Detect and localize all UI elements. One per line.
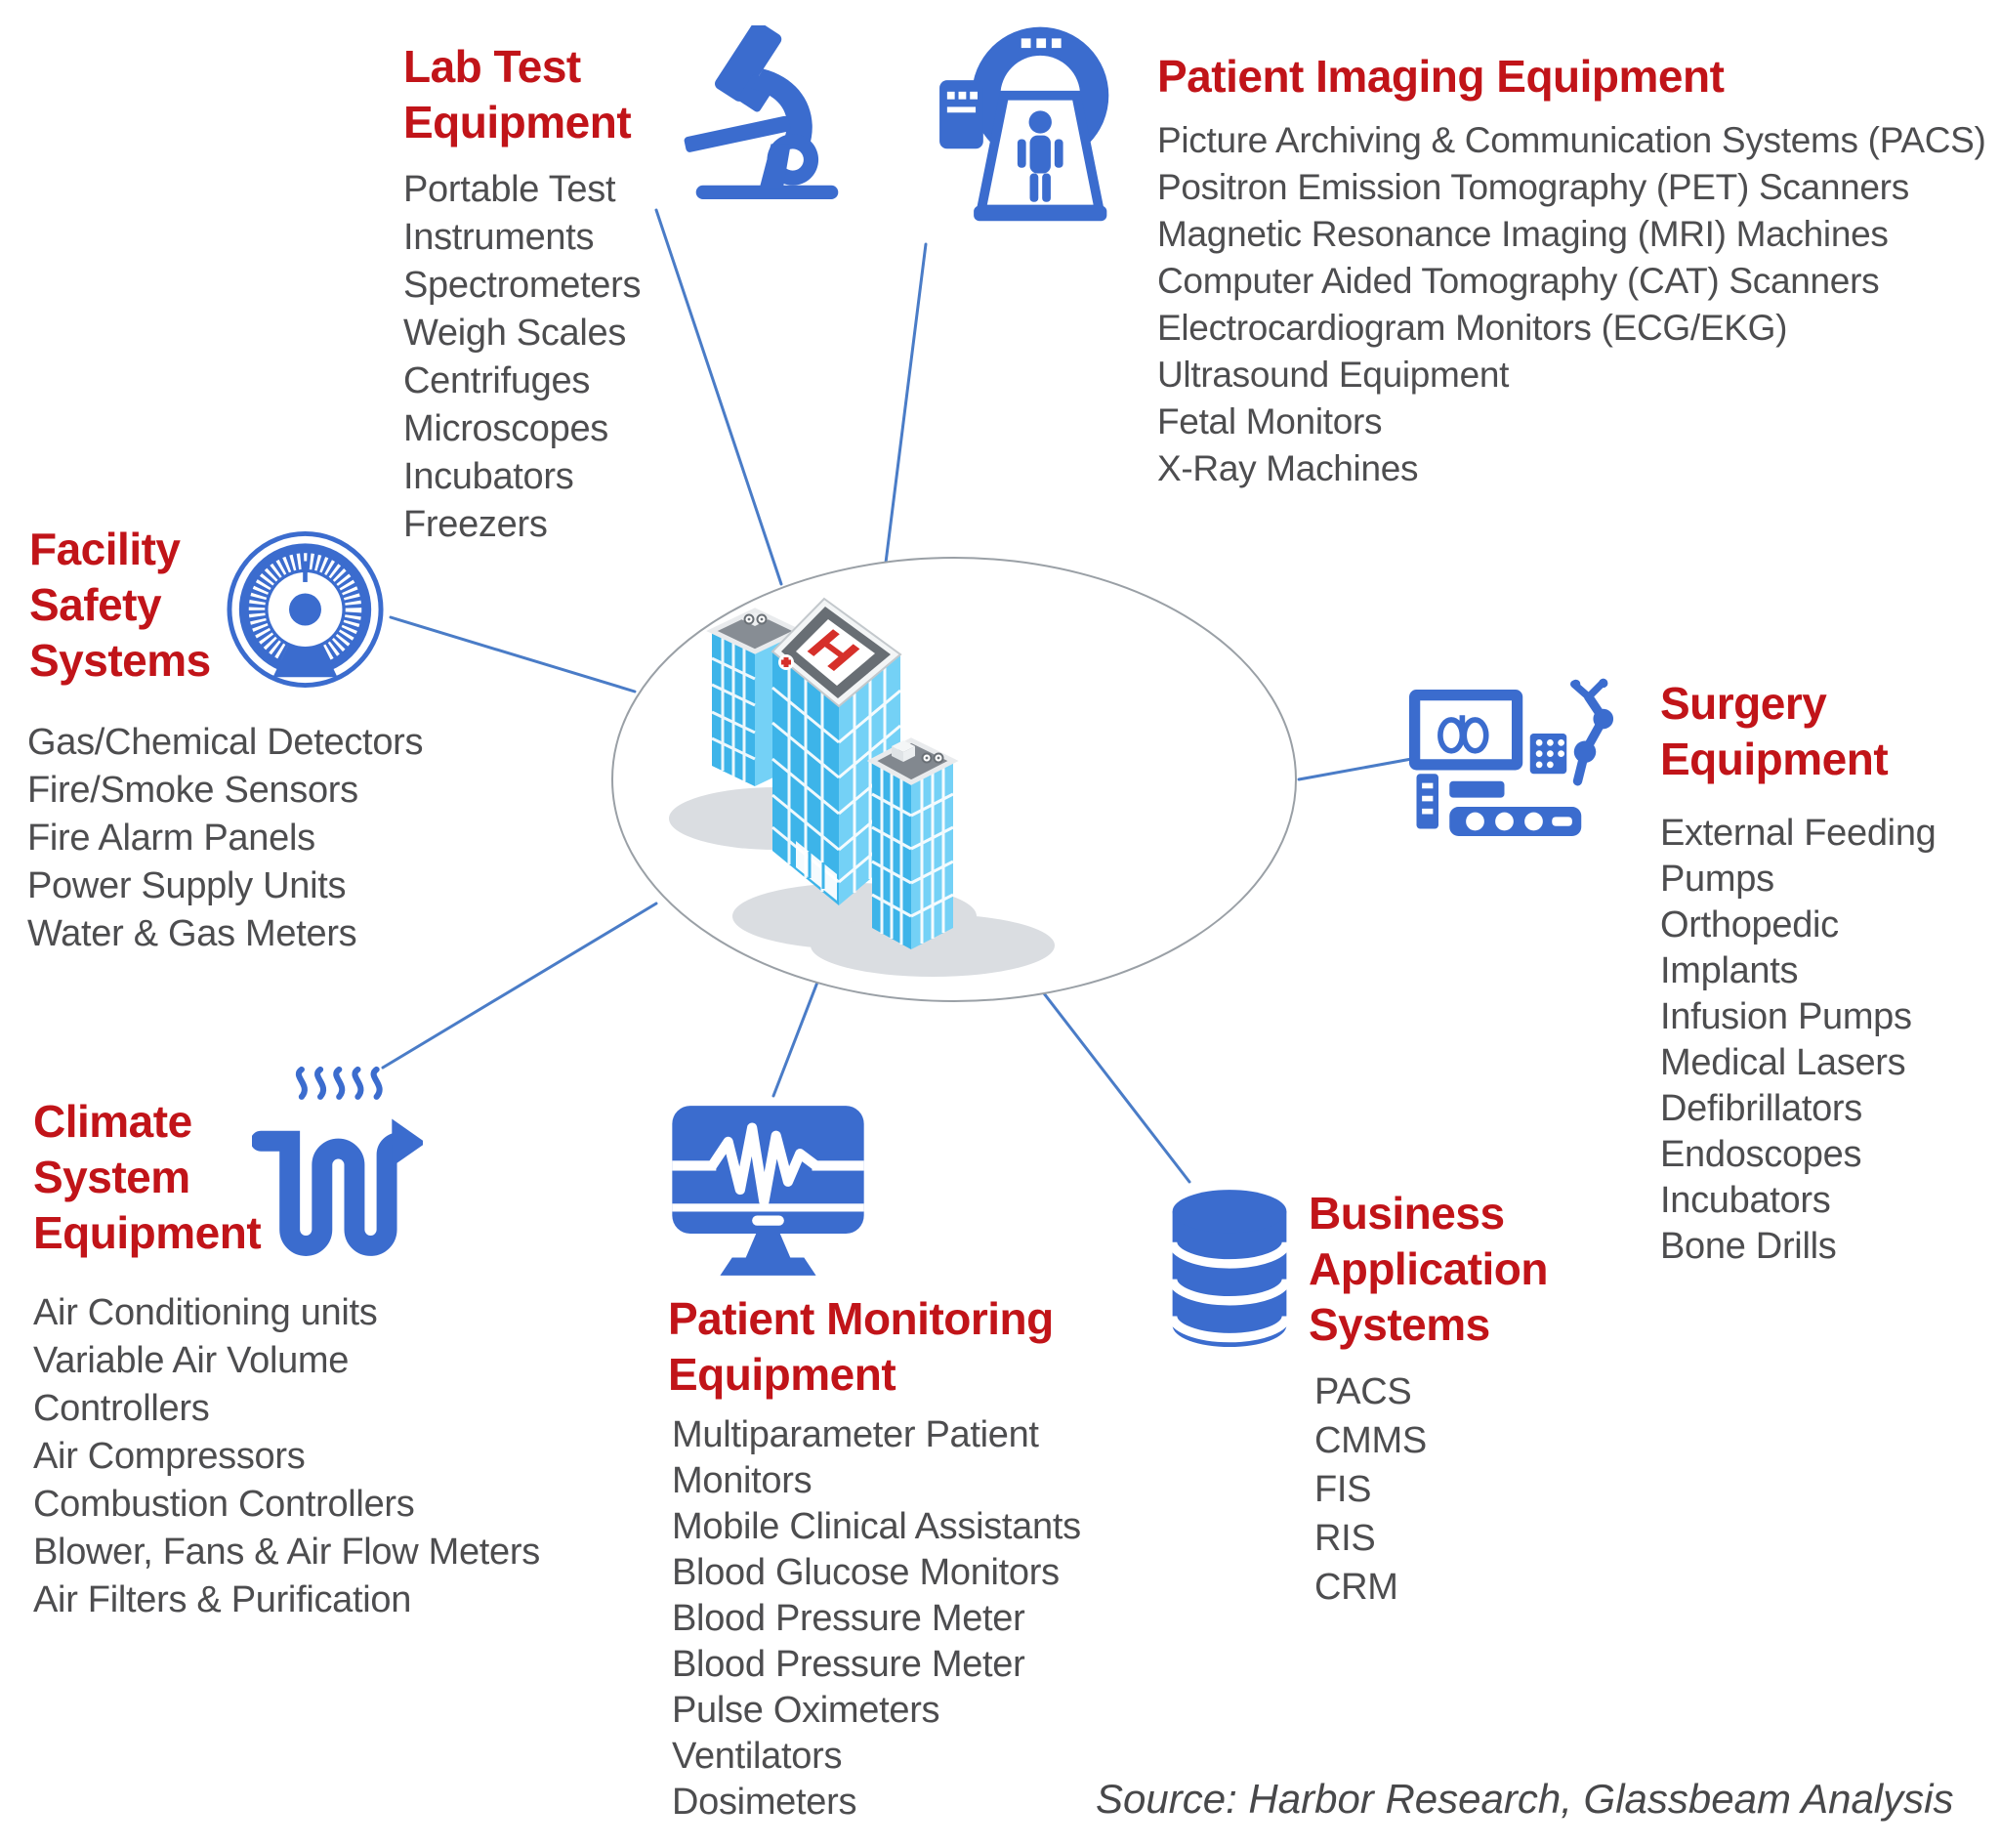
list-item: Spectrometers <box>403 265 642 306</box>
list-item: Endoscopes <box>1660 1134 1862 1175</box>
list-item: Implants <box>1660 950 1799 991</box>
list-item: Monitors <box>672 1460 812 1501</box>
vitals-monitor-icon <box>668 1102 868 1284</box>
patient-imaging-list: Picture Archiving & Communication System… <box>1157 117 1986 492</box>
list-item: Bone Drills <box>1660 1226 1837 1267</box>
list-item: FIS <box>1314 1469 1372 1510</box>
title-line: Equipment <box>403 97 632 147</box>
right-tower <box>866 737 959 949</box>
microscope-icon <box>667 21 867 208</box>
list-item: Orthopedic <box>1660 904 1839 945</box>
list-item: Air Filters & Purification <box>33 1579 412 1620</box>
title-line: Equipment <box>668 1349 896 1400</box>
connector-line <box>654 208 783 586</box>
connector-line <box>389 615 637 693</box>
connector-line <box>771 978 820 1098</box>
title-line: Facility <box>29 524 181 574</box>
list-item: Electrocardiogram Monitors (ECG/EKG) <box>1157 308 1788 348</box>
list-item: Centrifuges <box>403 360 591 401</box>
list-item: Instruments <box>403 217 595 258</box>
list-item: Weigh Scales <box>403 313 627 354</box>
list-item: RIS <box>1314 1518 1376 1559</box>
list-item: Incubators <box>403 456 574 497</box>
hospital-building: H <box>611 557 1297 1002</box>
list-item: Blood Glucose Monitors <box>672 1552 1060 1593</box>
title-line: Business <box>1309 1188 1505 1239</box>
title-line: Systems <box>29 635 211 686</box>
list-item: Combustion Controllers <box>33 1484 415 1525</box>
list-item: Pumps <box>1660 859 1774 900</box>
list-item: Magnetic Resonance Imaging (MRI) Machine… <box>1157 214 1889 254</box>
gauge-icon <box>225 525 386 698</box>
heat-exchanger-icon <box>250 1063 427 1281</box>
list-item: Gas/Chemical Detectors <box>27 722 424 763</box>
title-line: Patient Monitoring <box>668 1293 1054 1344</box>
list-item: Portable Test <box>403 169 616 210</box>
mri-scanner-icon <box>936 16 1126 233</box>
list-item: Blower, Fans & Air Flow Meters <box>33 1532 540 1573</box>
list-item: Defibrillators <box>1660 1088 1862 1129</box>
list-item: Air Compressors <box>33 1436 306 1477</box>
business-apps-list: PACS CMMS FIS RIS CRM <box>1314 1367 1427 1612</box>
list-item: Freezers <box>403 504 548 545</box>
title-line: Systems <box>1309 1299 1490 1350</box>
list-item: Positron Emission Tomography (PET) Scann… <box>1157 167 1909 207</box>
list-item: External Feeding <box>1660 813 1937 854</box>
list-item: Mobile Clinical Assistants <box>672 1506 1081 1547</box>
title-line: Application <box>1309 1243 1548 1294</box>
connector-line <box>882 242 928 580</box>
title-line: Surgery <box>1660 678 1827 729</box>
list-item: Ultrasound Equipment <box>1157 355 1510 395</box>
source-note: Source: Harbor Research, Glassbeam Analy… <box>1096 1776 1954 1822</box>
list-item: Power Supply Units <box>27 865 347 906</box>
title-line: Equipment <box>33 1207 262 1258</box>
list-item: Fire Alarm Panels <box>27 818 315 859</box>
title-line: Climate <box>33 1096 192 1147</box>
list-item: Water & Gas Meters <box>27 913 357 954</box>
list-item: Computer Aided Tomography (CAT) Scanners <box>1157 261 1880 301</box>
database-icon <box>1160 1170 1299 1368</box>
list-item: Picture Archiving & Communication System… <box>1157 120 1986 160</box>
helipad <box>796 619 875 686</box>
list-item: Multiparameter Patient <box>672 1414 1039 1455</box>
list-item: CRM <box>1314 1567 1398 1608</box>
list-item: Air Conditioning units <box>33 1292 378 1333</box>
list-item: Infusion Pumps <box>1660 996 1912 1037</box>
list-item: Fetal Monitors <box>1157 401 1383 441</box>
patient-imaging-title: Patient Imaging Equipment <box>1157 51 1725 102</box>
list-item: Microscopes <box>403 408 608 449</box>
list-item: Incubators <box>1660 1180 1831 1221</box>
list-item: Controllers <box>33 1388 210 1429</box>
list-item: Variable Air Volume <box>33 1340 350 1381</box>
list-item: Fire/Smoke Sensors <box>27 770 358 811</box>
surgical-robot-icon <box>1409 651 1629 895</box>
list-item: X-Ray Machines <box>1157 448 1419 488</box>
connector-line <box>1035 983 1191 1184</box>
title-line: Equipment <box>1660 734 1889 784</box>
list-item: Ventilators <box>672 1736 843 1777</box>
list-item: Medical Lasers <box>1660 1042 1906 1083</box>
list-item: Blood Pressure Meter <box>672 1598 1025 1639</box>
connector-line <box>381 902 658 1070</box>
list-item: Pulse Oximeters <box>672 1690 940 1731</box>
list-item: Dosimeters <box>672 1782 857 1823</box>
title-line: System <box>33 1152 190 1202</box>
list-item: Blood Pressure Meter <box>672 1644 1025 1685</box>
list-item: PACS <box>1314 1371 1412 1412</box>
title-line: Safety <box>29 579 162 630</box>
list-item: CMMS <box>1314 1420 1427 1461</box>
title-line: Lab Test <box>403 41 581 92</box>
